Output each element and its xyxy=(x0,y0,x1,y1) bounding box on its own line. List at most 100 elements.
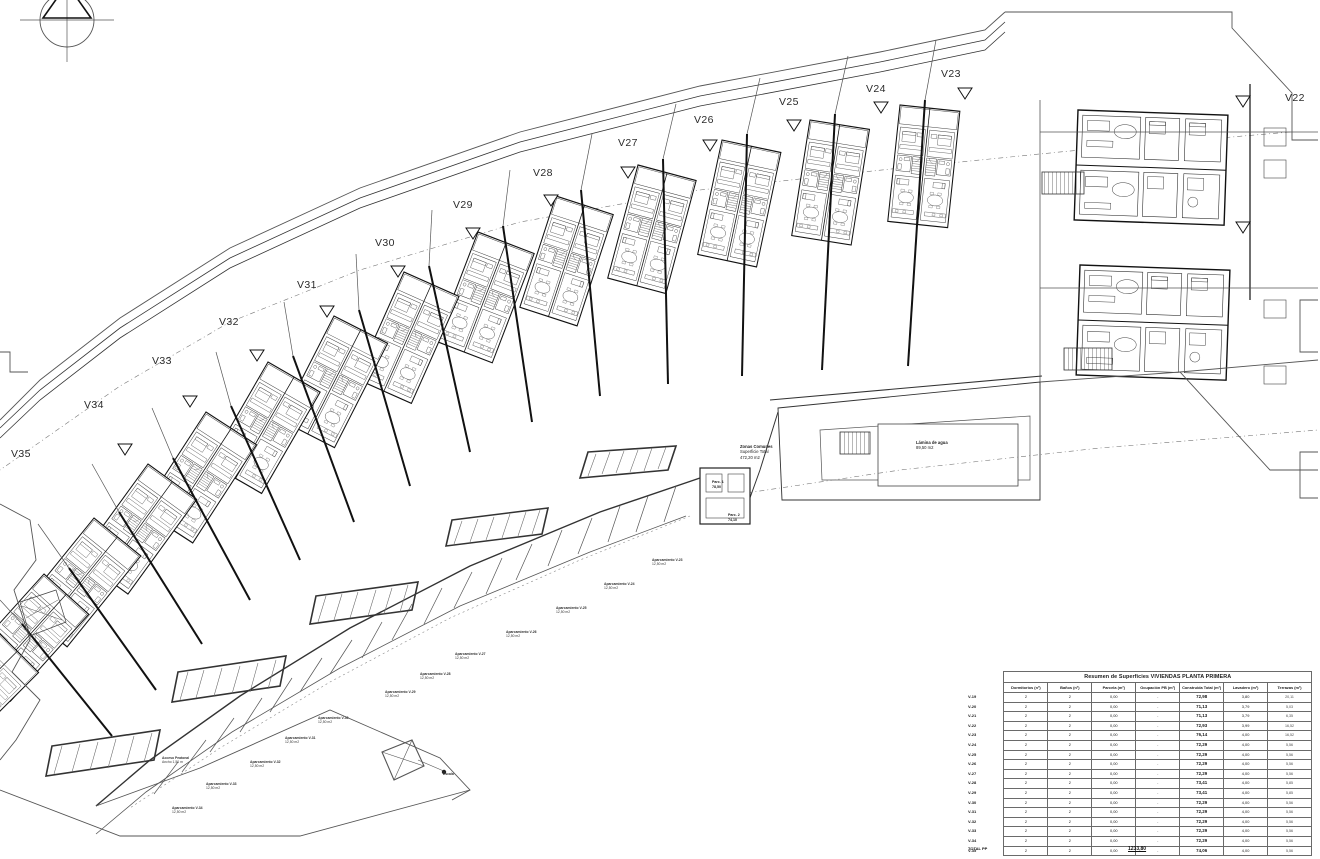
cell-terrazas: 5,56 xyxy=(1267,826,1312,837)
plot-label-v22: V22 xyxy=(1285,92,1305,104)
annotation-line: Aparcamiento V-32 xyxy=(250,760,281,764)
cell-terrazas: 20,11 xyxy=(1267,692,1312,703)
column-header-5: Lavadero (m²) xyxy=(1223,682,1269,693)
cell-dormitorios: 2 xyxy=(1003,759,1049,770)
cell-dormitorios: 2 xyxy=(1003,816,1049,828)
cell-banos: 2 xyxy=(1047,749,1093,761)
row-label-v-22: V-22 xyxy=(960,721,1005,731)
lower-boundary xyxy=(1039,359,1319,471)
cell-banos: 2 xyxy=(1047,768,1093,780)
annotation-line: Aparcamiento V-30 xyxy=(318,716,349,720)
cell-lavadero: 4,00 xyxy=(1223,739,1269,751)
annotation-line: Aparcamiento V-23 xyxy=(652,558,683,562)
row-label-v-20: V-20 xyxy=(960,702,1005,712)
cell-banos: 2 xyxy=(1047,778,1093,789)
lot-corner xyxy=(19,589,67,637)
plot-label-v27: V27 xyxy=(618,137,638,149)
cell-terrazas: 16,52 xyxy=(1267,730,1312,741)
cell-parcela: 0,00 xyxy=(1091,778,1137,789)
annotation-line: Superficie Total xyxy=(740,449,769,455)
total-value: 1233,80 xyxy=(1128,846,1147,852)
row-label-v-21: V-21 xyxy=(960,711,1005,722)
cell-parcela: 0,00 xyxy=(1091,701,1137,713)
plot-label-v30: V30 xyxy=(375,237,395,249)
cell-lavadero: 4,00 xyxy=(1223,797,1269,809)
surfaces-table: Resumen de Superficies VIVIENDAS PLANTA … xyxy=(960,671,1312,857)
row-label-v-32: V-32 xyxy=(960,817,1005,827)
plot-label-v24: V24 xyxy=(866,83,886,95)
scale-symbol xyxy=(381,739,447,781)
cell-terrazas: 5,03 xyxy=(1267,701,1312,713)
plot-label-v32: V32 xyxy=(219,316,239,328)
cell-ocupacion: - xyxy=(1135,711,1181,722)
cell-dormitorios: 2 xyxy=(1003,701,1049,713)
plot-label-v25: V25 xyxy=(779,96,799,108)
cell-construida: 72,29 xyxy=(1179,835,1225,847)
cell-construida: 72,98 xyxy=(1179,692,1225,703)
cell-terrazas: 5,56 xyxy=(1267,768,1312,780)
cell-construida: 71,13 xyxy=(1179,711,1225,722)
cell-construida: 74,06 xyxy=(1179,845,1225,857)
cell-parcela: 0,00 xyxy=(1091,816,1137,828)
cell-ocupacion: - xyxy=(1135,701,1181,713)
cell-dormitorios: 2 xyxy=(1003,845,1049,857)
cell-ocupacion: - xyxy=(1135,692,1181,703)
cell-dormitorios: 2 xyxy=(1003,835,1049,847)
cell-lavadero: 4,00 xyxy=(1223,768,1269,780)
cell-banos: 2 xyxy=(1047,816,1093,828)
cell-parcela: 0,00 xyxy=(1091,711,1137,722)
column-header-1: Baños (nº) xyxy=(1047,682,1093,693)
annotation-line: Ancho 1,50 m xyxy=(162,760,183,765)
cell-dormitorios: 2 xyxy=(1003,778,1049,789)
cell-ocupacion: - xyxy=(1135,730,1181,741)
cell-lavadero: 3,80 xyxy=(1223,692,1269,703)
cell-banos: 2 xyxy=(1047,692,1093,703)
cell-terrazas: 5,56 xyxy=(1267,816,1312,828)
cell-lavadero: 4,00 xyxy=(1223,749,1269,761)
annotation-line: 12,50 m2 xyxy=(556,610,571,615)
annotation-line: Parc. 1 xyxy=(712,480,724,484)
cell-terrazas: 5,56 xyxy=(1267,835,1312,847)
cell-banos: 2 xyxy=(1047,711,1093,722)
cell-terrazas: 16,52 xyxy=(1267,720,1312,732)
annotation-line: Aparcamiento V-24 xyxy=(604,582,635,586)
annotation-line: 12,50 m2 xyxy=(506,634,521,639)
row-label-v-30: V-30 xyxy=(960,798,1005,808)
cell-banos: 2 xyxy=(1047,759,1093,770)
cell-lavadero: 4,00 xyxy=(1223,778,1269,789)
plot-label-v33: V33 xyxy=(152,355,172,367)
site-boundary xyxy=(0,11,1318,499)
annotation-line: Zonas Comunes xyxy=(740,444,773,449)
row-label-v-28: V-28 xyxy=(960,778,1005,789)
annotation-line: Aparcamiento V-28 xyxy=(420,672,451,676)
cell-lavadero: 4,00 xyxy=(1223,730,1269,741)
row-label-v-23: V-23 xyxy=(960,730,1005,741)
cell-terrazas: 5,56 xyxy=(1267,739,1312,751)
cell-dormitorios: 2 xyxy=(1003,787,1049,799)
cell-parcela: 0,00 xyxy=(1091,807,1137,818)
cell-banos: 2 xyxy=(1047,720,1093,732)
cell-ocupacion: - xyxy=(1135,759,1181,770)
plot-label-v31: V31 xyxy=(297,279,317,291)
cell-dormitorios: 2 xyxy=(1003,692,1049,703)
cell-ocupacion: - xyxy=(1135,787,1181,799)
table-header-row: Dormitorios (nº)Baños (nº)Parcela (m²)Oc… xyxy=(960,682,1312,693)
cell-ocupacion: - xyxy=(1135,807,1181,818)
plot-label-v34: V34 xyxy=(84,399,104,411)
plot-label-v28: V28 xyxy=(533,167,553,179)
plot-label-v26: V26 xyxy=(694,114,714,126)
